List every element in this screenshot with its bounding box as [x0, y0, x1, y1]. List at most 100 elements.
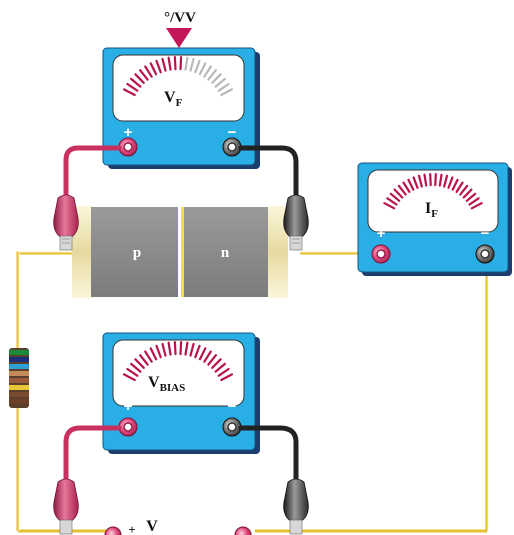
scale-tick — [167, 341, 172, 356]
scale-tick — [155, 344, 162, 359]
resistor — [9, 348, 29, 408]
scale-tick — [397, 184, 407, 196]
alligator-clip-red-icon[interactable] — [53, 194, 79, 251]
top-reading-label: °/VV — [164, 10, 196, 26]
scale-tick — [211, 358, 222, 369]
scale-tick — [161, 342, 167, 357]
scale-tick — [134, 73, 145, 85]
scale-tick — [386, 197, 398, 206]
meter-vbias-minus-label: − — [228, 398, 237, 415]
scale-tick — [139, 354, 149, 366]
scale-tick — [194, 344, 201, 359]
scale-tick — [423, 173, 428, 187]
meter-vf-label: VF — [164, 89, 183, 109]
test-lead-vbias-black[interactable] — [238, 425, 299, 485]
meter-vf-negative-jack[interactable] — [222, 137, 242, 157]
meter-vf-plus-label: + — [124, 124, 133, 141]
meter-vf-positive-jack[interactable] — [118, 137, 138, 157]
scale-tick — [155, 59, 162, 74]
meter-vbias: VBIAS + − — [102, 332, 260, 454]
diode: p n — [72, 206, 288, 298]
scale-tick — [207, 69, 217, 81]
scale-tick — [443, 174, 449, 188]
meter-vbias-label: VBIAS — [148, 374, 185, 394]
scale-tick — [126, 367, 139, 377]
scale-tick — [198, 347, 207, 361]
scale-tick — [149, 347, 158, 361]
meter-if-positive-jack[interactable] — [371, 244, 391, 264]
scale-tick — [189, 342, 195, 357]
scale-tick — [465, 192, 477, 202]
scale-tick — [144, 65, 153, 78]
bias-supply-partial: + V — [104, 518, 252, 535]
scale-tick — [161, 57, 167, 72]
pointer-arrow-icon — [166, 28, 192, 48]
supply-voltage-label: V — [146, 518, 158, 535]
meter-vbias-positive-jack[interactable] — [118, 417, 138, 437]
scale-tick — [184, 56, 189, 71]
scale-tick — [194, 59, 201, 74]
scale-tick — [429, 173, 432, 187]
scale-tick — [130, 77, 142, 88]
scale-tick — [134, 358, 145, 369]
scale-tick — [173, 55, 177, 71]
test-lead-vf-red[interactable] — [63, 145, 122, 201]
scale-tick — [217, 82, 230, 92]
scale-tick — [203, 65, 212, 78]
n-region-label: n — [221, 245, 230, 261]
scale-tick — [468, 197, 480, 206]
meter-vbias-scale — [122, 341, 233, 382]
scale-tick — [122, 373, 136, 382]
scale-tick — [144, 350, 153, 363]
scale-tick — [179, 55, 183, 71]
scale-tick — [447, 176, 454, 189]
meter-vf: VF + − — [102, 47, 260, 169]
scale-tick — [198, 62, 207, 76]
meter-vf-scale — [122, 55, 233, 97]
scale-tick — [417, 174, 423, 188]
supply-positive-terminal[interactable] — [104, 526, 122, 535]
scale-tick — [122, 88, 136, 97]
scale-tick — [214, 362, 226, 373]
test-lead-vbias-red[interactable] — [63, 425, 122, 485]
scale-tick — [139, 69, 149, 81]
scale-tick — [211, 73, 222, 85]
scale-tick — [167, 56, 172, 71]
scale-tick — [189, 57, 195, 72]
scale-tick — [393, 188, 404, 199]
alligator-clip-black-icon[interactable] — [283, 194, 309, 251]
test-lead-vf-black[interactable] — [238, 145, 299, 201]
alligator-clip-black-bottom-icon[interactable] — [283, 478, 309, 535]
scale-tick — [220, 88, 233, 97]
meter-vf-minus-label: − — [228, 124, 237, 141]
meter-if-minus-label: − — [481, 225, 490, 242]
meter-if: IF + − — [357, 162, 512, 276]
meter-if-scale — [383, 173, 483, 210]
p-region-label: p — [133, 245, 141, 261]
scale-tick — [220, 373, 233, 382]
meter-vbias-negative-jack[interactable] — [222, 417, 242, 437]
scale-tick — [434, 173, 437, 187]
scale-tick — [455, 181, 464, 193]
supply-negative-terminal[interactable] — [234, 526, 252, 535]
scale-tick — [217, 367, 230, 377]
scale-tick — [459, 184, 469, 196]
scale-tick — [389, 192, 401, 202]
scale-tick — [173, 341, 177, 356]
scale-tick — [383, 202, 396, 210]
scale-tick — [412, 176, 419, 189]
scale-tick — [407, 178, 415, 191]
scale-tick — [126, 82, 139, 92]
scale-tick — [179, 341, 183, 356]
meter-if-label: IF — [425, 200, 438, 220]
scale-tick — [470, 202, 483, 210]
scale-tick — [149, 62, 158, 76]
scale-tick — [130, 362, 142, 373]
scale-tick — [462, 188, 473, 199]
scale-tick — [207, 354, 217, 366]
scale-tick — [402, 181, 411, 193]
supply-plus-label: + — [128, 522, 135, 535]
alligator-clip-red-bottom-icon[interactable] — [53, 478, 79, 535]
meter-vbias-plus-label: + — [124, 398, 133, 415]
meter-if-negative-jack[interactable] — [475, 244, 495, 264]
